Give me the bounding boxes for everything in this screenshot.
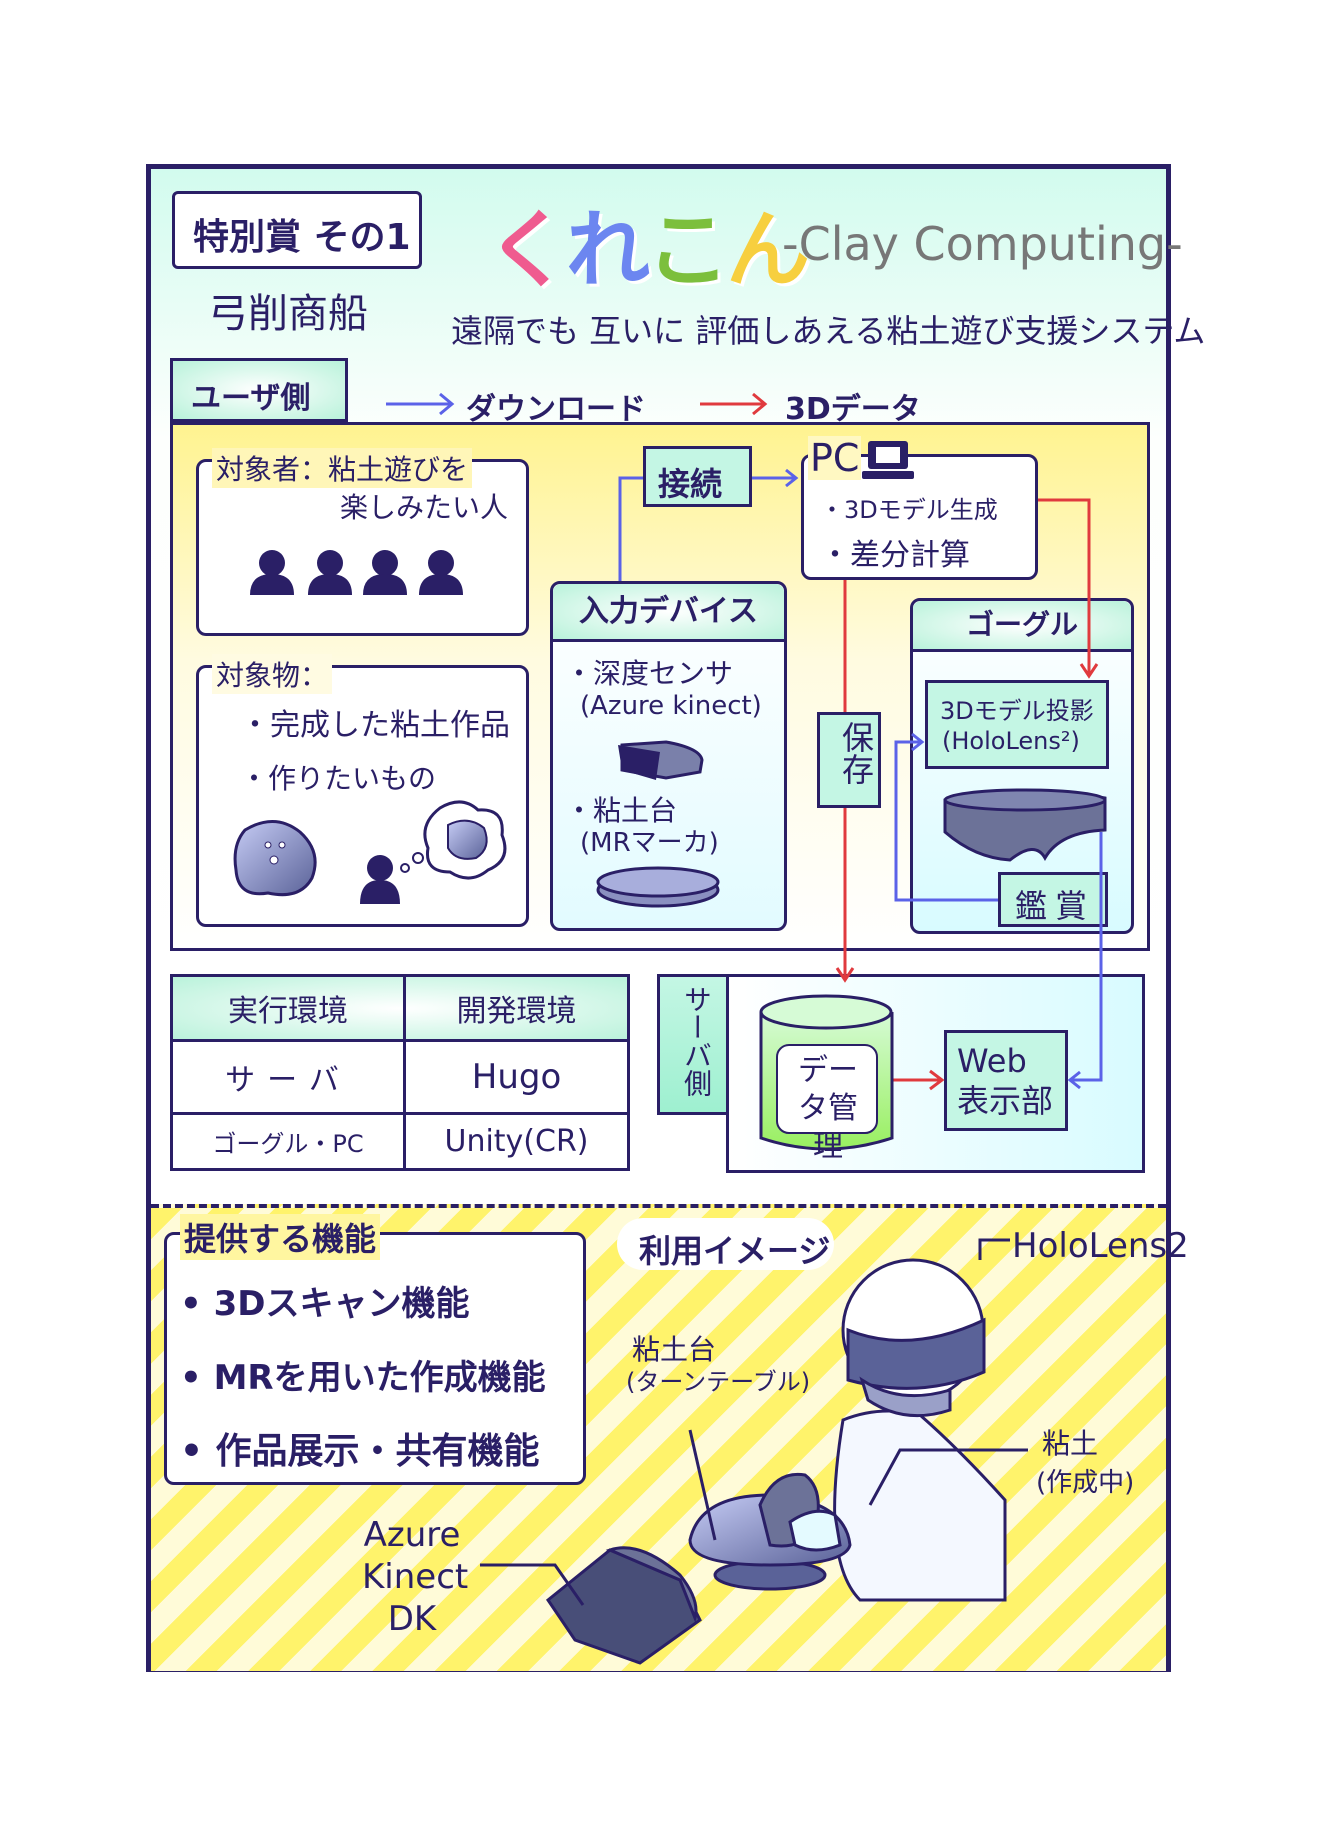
azure-kinect-illustration: [480, 1546, 702, 1665]
input-device-box: 入力デバイス: [550, 581, 787, 931]
pc-item: ・差分計算: [820, 538, 970, 573]
people-icon: [250, 550, 463, 595]
save-box: 保存: [817, 712, 881, 808]
server-side-label: サーバ側: [680, 985, 713, 1097]
feature-item: • 作品展示・共有機能: [180, 1431, 540, 1472]
team-name: 弓削商船: [208, 291, 368, 337]
clay-label: 粘土: [1042, 1427, 1099, 1460]
pc-label: PC: [808, 436, 862, 480]
data-arrows: [835, 498, 1099, 1091]
kinect-icon: [618, 740, 704, 780]
clay-sub-label: (作成中): [1036, 1468, 1135, 1498]
projection-box: 3Dモデル投影 (HoloLens²): [925, 680, 1109, 769]
clay-blob-icon: [233, 820, 317, 897]
kinect-label: Azure Kinect DK: [362, 1514, 469, 1640]
input-device-item: (MRマーカ): [580, 828, 719, 858]
turntable-sub-label: (ターンテーブル): [626, 1368, 811, 1396]
environment-table: 実行環境 開発環境 サーバ Hugo ゴーグル・PC Unity(CR): [170, 974, 630, 1171]
view-box: 鑑賞: [998, 872, 1108, 927]
connect-box: 接続: [643, 446, 752, 507]
app-title-text: くれこん: [486, 201, 810, 299]
legend-download: ダウンロード: [466, 392, 646, 427]
tagline: 遠隔でも 互いに 評価しあえる粘土遊び支援システム: [451, 312, 1206, 350]
kinect-label-line: Kinect: [362, 1557, 469, 1597]
view-label: 鑑賞: [1015, 887, 1096, 925]
feature-item: • MRを用いた作成機能: [180, 1358, 546, 1398]
target-person-label: 対象者：粘土遊びを: [212, 448, 473, 488]
target-object-label: 対象物：: [212, 654, 333, 694]
title-char: こ: [646, 201, 730, 299]
user-side-label: ユーザ側: [191, 381, 311, 416]
table-cell: Unity(CR): [403, 1112, 630, 1171]
award-label: 特別賞 その1: [193, 217, 411, 258]
laptop-icon: [862, 441, 914, 479]
input-device-item: (Azure kinect): [580, 691, 762, 721]
kinect-label-line: DK: [387, 1599, 437, 1639]
feature-text: 3Dスキャン機能: [213, 1284, 470, 1324]
database-icon: [759, 994, 894, 1151]
target-object-item: ・完成した粘土作品: [240, 708, 510, 743]
input-device-item: ・粘土台: [565, 794, 678, 827]
features-title: 提供する機能: [180, 1214, 381, 1260]
tab-server-side: サーバ側: [657, 974, 729, 1115]
web-display-box: Web表示部: [944, 1030, 1068, 1131]
pc-item: ・3Dモデル生成: [820, 496, 998, 524]
title-char: れ: [566, 201, 650, 299]
hololens-label: HoloLens2: [1012, 1226, 1189, 1266]
table-header: 実行環境: [170, 974, 406, 1042]
usage-title: 利用イメージ: [639, 1232, 831, 1270]
kinect-label-line: Azure: [363, 1515, 461, 1555]
target-object-item: ・作りたいもの: [240, 762, 437, 795]
app-subtitle-en: -Clay Computing-: [782, 217, 1183, 271]
goggles-icon: [943, 788, 1107, 862]
goggle-title: ゴーグル: [913, 601, 1131, 652]
data-arrow-legend: [700, 392, 768, 416]
table-cell: Hugo: [403, 1039, 630, 1115]
feature-text: MRを用いた作成機能: [213, 1358, 546, 1398]
target-person-box: [196, 459, 529, 636]
table-header: 開発環境: [403, 974, 630, 1042]
usage-title-bubble: 利用イメージ: [617, 1218, 834, 1270]
award-badge: 特別賞 その1: [172, 191, 422, 269]
db-label: データ管理: [798, 1053, 858, 1164]
input-device-title: 入力デバイス: [553, 584, 784, 642]
legend-3d-data: 3Dデータ: [785, 392, 921, 427]
feature-text: 作品展示・共有機能: [215, 1431, 540, 1472]
table-cell: サーバ: [170, 1039, 406, 1115]
web-display-label: Web表示部: [957, 1042, 1054, 1120]
user-with-hololens-illustration: [833, 1238, 1028, 1602]
features-box: [164, 1232, 586, 1485]
turntable-label: 粘土台: [632, 1333, 717, 1366]
turntable-icon: [596, 866, 720, 908]
title-char: く: [486, 201, 570, 299]
connect-label: 接続: [658, 465, 723, 503]
download-arrow-legend: [386, 392, 455, 416]
turntable-illustration: [688, 1429, 852, 1591]
input-device-item: ・深度センサ: [565, 657, 734, 690]
app-title: くれこん: [486, 183, 810, 304]
table-cell: ゴーグル・PC: [170, 1112, 406, 1171]
title-char: ん: [726, 201, 810, 299]
projection-sub: (HoloLens²): [942, 727, 1080, 755]
goggle-box: ゴーグル: [910, 598, 1134, 934]
save-label: 保存: [837, 721, 875, 785]
thinking-person-icon: [360, 800, 507, 904]
projection-label: 3Dモデル投影: [940, 697, 1094, 725]
connect-arrows: [618, 468, 1103, 1090]
target-person-label2: 楽しみたい人: [340, 491, 509, 524]
tab-user-side: ユーザ側: [170, 358, 348, 422]
feature-item: • 3Dスキャン機能: [180, 1284, 470, 1324]
